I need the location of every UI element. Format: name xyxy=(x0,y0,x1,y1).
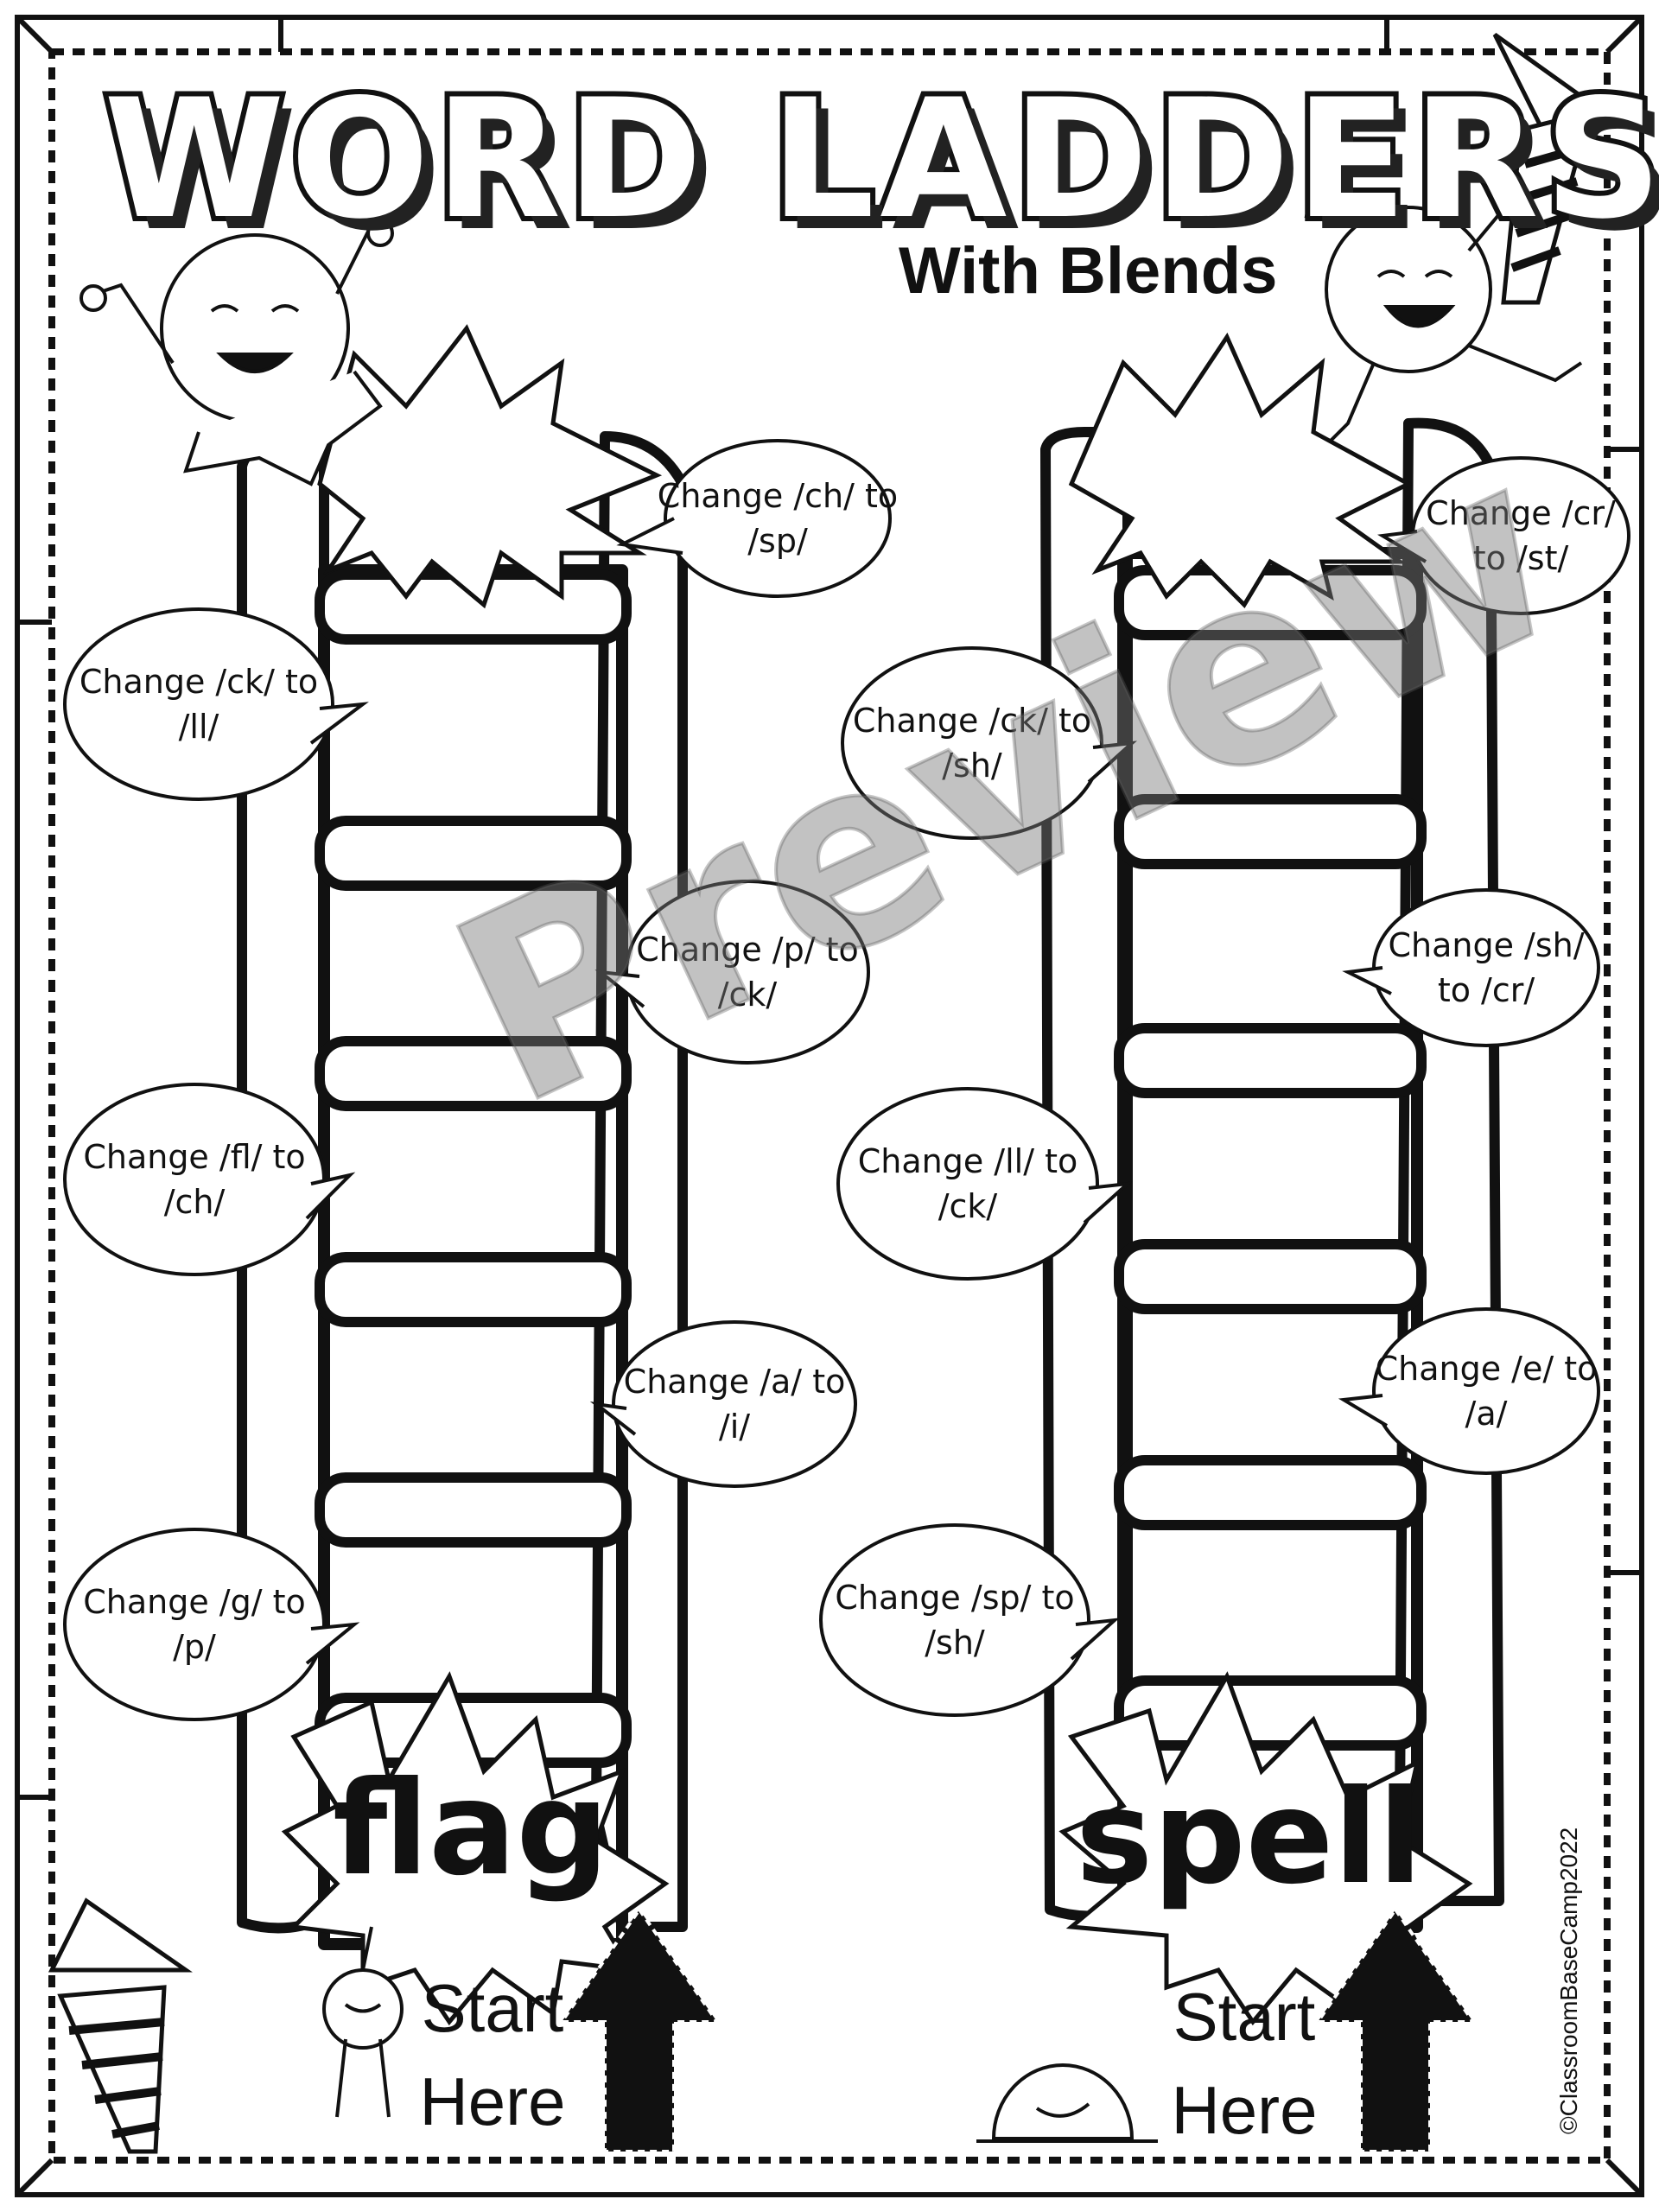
character-left-top xyxy=(79,219,394,486)
left-bubble-5: Change /a/ to /i/ xyxy=(623,1363,846,1446)
rocket-bottom-left xyxy=(48,1897,193,2154)
right-bubble-6: Change /sp/ to /sh/ xyxy=(835,1579,1075,1662)
speech-bubble-shapes xyxy=(63,439,1630,1721)
page-title: WORD LADDERS xyxy=(99,59,1659,260)
right-start-word: spell xyxy=(1076,1763,1423,1913)
right-bubble-2: Change /ck/ to /sh/ xyxy=(852,702,1092,785)
left-bubble-3: Change /p/ to /ck/ xyxy=(636,931,859,1014)
page-subtitle: With Blends xyxy=(899,234,1278,308)
arrow-up-right xyxy=(1314,1906,1477,2153)
right-bubble-5: Change /e/ to /a/ xyxy=(1375,1350,1598,1433)
left-bubble-6: Change /g/ to /p/ xyxy=(83,1583,306,1666)
left-bubble-2: Change /ck/ to /ll/ xyxy=(79,663,319,746)
character-left-bottom xyxy=(322,1926,404,2118)
left-start-word: flag xyxy=(333,1754,609,1904)
rocket-top-right xyxy=(1492,32,1621,305)
copyright-text: ©ClassroomBaseCamp2022 xyxy=(1555,1827,1582,2134)
outer-border xyxy=(15,15,1644,2197)
right-bubble-4: Change /ll/ to /ck/ xyxy=(857,1142,1078,1225)
right-ladder xyxy=(1040,417,1504,1933)
character-right-top xyxy=(1304,197,1583,442)
top-burst-shapes xyxy=(281,324,1473,2026)
right-bubble-3: Change /sh/ to /cr/ xyxy=(1388,926,1585,1009)
right-start-here-label: Start Here xyxy=(1171,1979,1318,2148)
character-right-bottom xyxy=(976,2063,1158,2143)
left-bubble-4: Change /fl/ to /ch/ xyxy=(83,1138,306,1221)
arrow-up-left xyxy=(558,1906,721,2153)
right-bubble-1: Change /cr/ to /st/ xyxy=(1426,494,1616,577)
left-start-here-label: Start Here xyxy=(419,1970,566,2139)
inner-border xyxy=(48,48,1611,2164)
left-bubble-1: Change /ch/ to /sp/ xyxy=(657,477,899,560)
